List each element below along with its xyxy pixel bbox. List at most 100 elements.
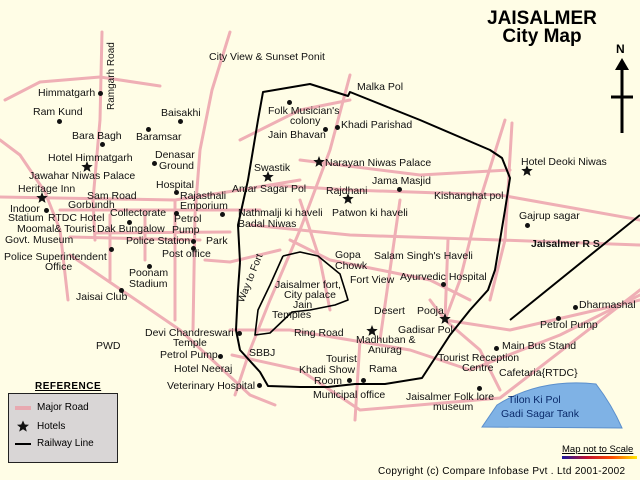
place-label-gajrup: Gajrup sagar	[519, 209, 580, 222]
location-dot-icon	[108, 246, 114, 252]
place-label-ram-kund: Ram Kund	[33, 105, 83, 118]
location-dot-icon	[524, 222, 530, 228]
place-label-denasar-1: Denasar	[155, 148, 195, 161]
place-label-petrol1-2: Pump	[172, 223, 200, 236]
place-label-municipal: Municipal office	[313, 388, 386, 401]
scale-color-bar	[562, 456, 637, 459]
place-label-poonam-2: Stadium	[129, 277, 168, 290]
place-label-gorbundh: Gorbundh	[68, 198, 115, 211]
place-label-baramsar: Baramsar	[136, 130, 182, 143]
place-label-kishanghat: Kishanghat pol	[434, 189, 504, 202]
place-label-indoor-1: Indoor	[10, 202, 40, 215]
location-dot-icon	[440, 281, 446, 287]
railway-swatch	[15, 442, 31, 445]
place-label-khadi-show: Khadi Show	[299, 363, 356, 376]
place-label-rajdhani: Rajdhani	[326, 184, 368, 197]
legend-hotels: Hotels	[15, 420, 65, 432]
place-label-fort-3: Jain	[293, 298, 313, 311]
place-label-deoki: Hotel Deoki Niwas	[521, 155, 607, 168]
location-dot-icon	[190, 238, 196, 244]
location-dot-icon	[97, 90, 103, 96]
place-label-pwd: PWD	[96, 339, 121, 352]
location-dot-icon	[493, 345, 499, 351]
place-label-park: Park	[206, 234, 228, 247]
place-label-fort-2: City palace	[284, 288, 336, 301]
major-roads	[0, 30, 640, 422]
place-label-desert: Desert	[374, 304, 405, 317]
place-label-folk-lore-1: Jaisalmer Folk lore	[406, 390, 495, 403]
place-label-baisakhi: Baisakhi	[161, 106, 201, 119]
place-label-rs: Jaisalmer R S	[531, 237, 600, 250]
place-label-jain-bhavan: Jain Bhavan	[268, 128, 326, 141]
ramgarh-road-label: Ramgarh Road	[106, 42, 117, 110]
place-label-devi-1: Devi Chandreswari	[145, 326, 234, 339]
place-label-cafetaria: Cafetaria{RTDC}	[499, 366, 578, 379]
location-dot-icon	[126, 219, 132, 225]
place-label-police-sup-1: Police Superintendent	[4, 250, 107, 263]
place-label-jaisai: Jaisai Club	[76, 290, 128, 303]
place-label-sam-road: Sam Road	[87, 189, 137, 202]
place-label-rama: Rama	[369, 362, 398, 375]
place-label-police-station: Police Station	[126, 234, 191, 247]
place-label-fort-view: Fort View	[350, 273, 395, 286]
location-dot-icon	[476, 385, 482, 391]
location-dot-icon	[322, 126, 328, 132]
place-label-salam: Salam Singh's Haveli	[374, 249, 473, 262]
location-dot-icon	[43, 207, 49, 213]
place-label-heritage: Heritage Inn	[18, 182, 76, 195]
location-dot-icon	[146, 263, 152, 269]
location-dot-icon	[396, 186, 402, 192]
place-label-rtdc-hotel: RTDC Hotel	[48, 211, 105, 224]
hotel-star-icon	[439, 313, 451, 324]
location-dot-icon	[99, 141, 105, 147]
place-label-city-view: City View & Sunset Ponit	[209, 50, 325, 63]
place-label-petrol2: Petrol Pump	[160, 348, 218, 361]
place-label-veterinary: Veterinary Hospital	[167, 379, 256, 392]
legend-road-label: Major Road	[37, 402, 89, 413]
place-label-narayan: Narayan Niwas Palace	[325, 156, 432, 169]
place-label-jawahar: Jawahar Niwas Palace	[29, 169, 136, 182]
place-label-tourist-rec-2: Centre	[462, 361, 494, 374]
place-label-ayurvedic: Ayurvedic Hospital	[400, 270, 487, 283]
location-dot-icon	[173, 210, 179, 216]
place-label-folk-2: colony	[290, 114, 321, 127]
hotel-stars	[36, 156, 533, 336]
hotel-star-icon	[81, 161, 93, 172]
place-label-rajasthali-1: Rajasthali	[180, 189, 227, 202]
place-label-room: Room	[314, 374, 343, 387]
place-label-madhuban-2: Anurag	[368, 343, 402, 356]
location-dot-icon	[173, 189, 179, 195]
map-title-subtitle: City Map	[502, 26, 582, 47]
place-label-himmatgarh: Himmatgarh	[38, 86, 96, 99]
location-dot-icon	[346, 377, 352, 383]
location-dot-icon	[151, 160, 157, 166]
location-dot-icon	[256, 382, 262, 388]
place-label-ring: Ring Road	[294, 326, 344, 339]
legend-road: Major Road	[15, 402, 89, 413]
place-label-dharmashal: Dharmashal	[579, 298, 636, 311]
place-label-petrol1-1: Petrol	[174, 212, 202, 225]
north-label: N	[616, 42, 625, 56]
place-label-gopa-2: Chowk	[335, 259, 368, 272]
place-label-gopa-1: Gopa	[335, 248, 361, 261]
legend: Major Road Hotels Railway Line	[8, 393, 118, 463]
place-label-nathmalji: Nathmalji ki haveli	[238, 206, 323, 219]
place-label-badal: Badal Niwas	[238, 217, 297, 230]
place-label-moomal: Moomal& Tourist	[17, 222, 96, 235]
hotel-star-icon	[262, 171, 274, 182]
place-label-pooja: Pooja	[417, 304, 444, 317]
scale-note: Map not to Scale	[562, 444, 634, 455]
location-dot-icon	[217, 353, 223, 359]
place-label-govt-museum: Govt. Museum	[5, 233, 74, 246]
place-label-petrol3: Petrol Pump	[540, 318, 598, 331]
place-label-swastik: Swastik	[254, 161, 291, 174]
location-dot-icon	[572, 304, 578, 310]
place-label-gadisar: Gadisar Pol	[398, 323, 453, 336]
place-label-tilon: Tilon Ki Pol	[508, 393, 561, 406]
legend-title: REFERENCE	[35, 381, 102, 392]
location-dot-icon	[236, 330, 242, 336]
map-title-city: JAISALMER	[487, 8, 597, 29]
place-label-malka: Malka Pol	[357, 80, 404, 93]
location-dot-icon	[286, 99, 292, 105]
railway-and-wall-lines	[235, 83, 640, 388]
